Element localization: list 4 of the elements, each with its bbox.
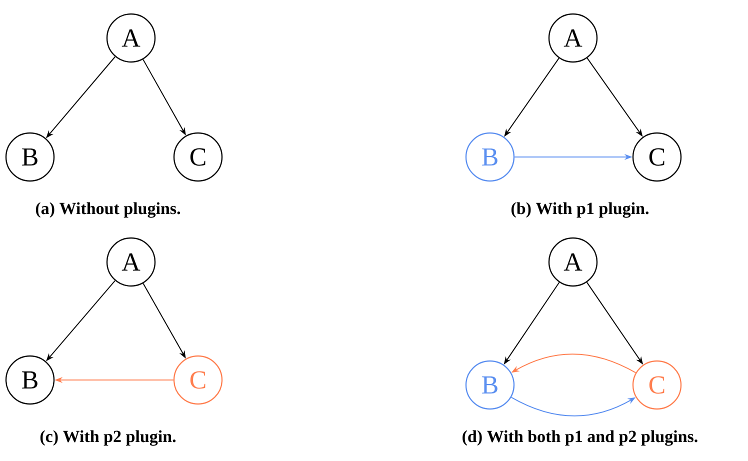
caption: (a) Without plugins. [36, 202, 180, 218]
caption: (b) With p1 plugin. [511, 202, 648, 218]
caption: (d) With both p1 and p2 plugins. [462, 430, 698, 446]
caption: (c) With p2 plugin. [40, 430, 176, 446]
